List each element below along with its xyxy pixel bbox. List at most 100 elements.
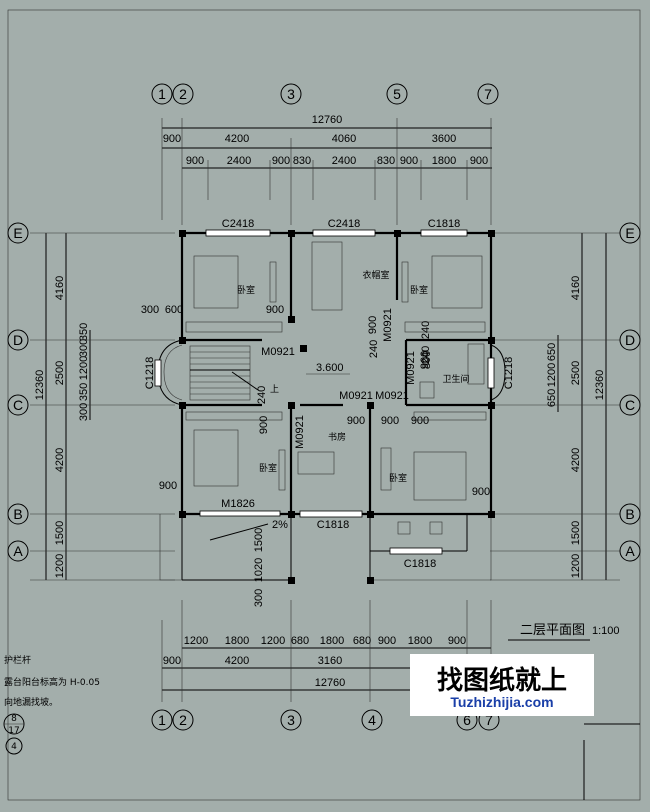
bottom-dim-3: 3160: [318, 655, 342, 667]
axis-left-E: E: [13, 225, 22, 241]
left-dimensions: 12360 4160 2500 4200 1500 1200 350 1200 …: [30, 232, 175, 581]
top-dim2-8: 1800: [432, 155, 456, 167]
axis-left-B: B: [13, 506, 22, 522]
window-label-c1818-bottom: C1818: [404, 558, 436, 570]
structural-columns: [179, 230, 495, 584]
top-total-dim: 12760: [312, 114, 343, 126]
bottom-dim2-9: 900: [448, 635, 466, 647]
left-total-dim: 12360: [34, 370, 46, 401]
bottom-dim2-2: 1800: [225, 635, 249, 647]
inner-dim-600: 600: [165, 304, 183, 316]
staircase: [189, 345, 259, 401]
bottom-dim2-7: 900: [378, 635, 396, 647]
inner-dim-1020: 1020: [253, 558, 265, 582]
windows: [154, 229, 495, 555]
left-dim2-1: 350: [78, 323, 90, 341]
door-label-study: M0921: [294, 415, 306, 449]
bottom-total-dim: 12760: [315, 677, 346, 689]
window-label-c1818-top: C1818: [428, 218, 460, 230]
axis-top-5: 5: [393, 86, 401, 102]
drawing-title: 二层平面图: [520, 623, 585, 638]
window-label-c1818-mid: C1818: [317, 519, 349, 531]
axis-left-C: C: [13, 397, 23, 413]
inner-dim-800: 800: [421, 351, 433, 369]
top-dim2-3: 900: [272, 155, 290, 167]
room-label-bedroom-nw: 卧室: [237, 284, 255, 296]
left-dim-2: 2500: [54, 361, 66, 385]
inner-dim-900i: 900: [411, 415, 429, 427]
detail-ref-number: 8: [11, 714, 17, 724]
watermark-brand-box: 找图纸就上 Tuzhizhijia.com: [410, 654, 594, 716]
balcony-slope: 2%: [272, 519, 288, 531]
right-dimensions: 12360 4160 2500 4200 1500 1200 650 1200 …: [490, 232, 620, 581]
inner-dim-300b: 300: [253, 589, 265, 607]
room-label-bedroom-sw: 卧室: [259, 462, 277, 474]
bottom-axis-bubbles: 1 2 3 4 6 7: [151, 709, 500, 731]
left-note-3: 向地漏找坡。: [4, 696, 58, 708]
inner-dim-300: 300: [141, 304, 159, 316]
room-label-bedroom-ne: 卧室: [410, 284, 428, 296]
door-label-bath: M0921: [405, 351, 417, 385]
left-dim-3: 4200: [54, 448, 66, 472]
bottom-dim2-6: 680: [353, 635, 371, 647]
right-dim-4: 1500: [570, 521, 582, 545]
bottom-dim-1: 900: [163, 655, 181, 667]
detail-ref2: 4: [11, 742, 17, 752]
axis-bottom-3: 3: [287, 712, 295, 728]
left-dim2-2: 1200: [78, 356, 90, 380]
top-dim-2: 4200: [225, 133, 249, 145]
axis-right-C: C: [625, 397, 635, 413]
left-dim2-3: 300: [78, 339, 90, 357]
window-label-c1218-right: C1218: [503, 357, 515, 389]
right-dim2-2: 1200: [546, 363, 558, 387]
right-dim-5: 1200: [570, 554, 582, 578]
room-label-bedroom-se: 卧室: [389, 472, 407, 484]
axis-right-E: E: [625, 225, 634, 241]
inner-dim-240b: 240: [420, 321, 432, 339]
axis-top-1: 1: [158, 86, 166, 102]
top-dim2-4: 830: [293, 155, 311, 167]
inner-dim-900c: 900: [258, 416, 270, 434]
left-dim2-4: 300: [78, 403, 90, 421]
bottom-dim-2: 4200: [225, 655, 249, 667]
furniture: [185, 241, 487, 535]
axis-bottom-1: 1: [158, 712, 166, 728]
door-label-c1: M0921: [339, 390, 373, 402]
drawing-scale: 1:100: [592, 625, 620, 637]
top-axis-bubbles: 1 2 3 5 7: [151, 83, 499, 105]
inner-dim-1500: 1500: [253, 528, 265, 552]
right-dim2-1: 650: [546, 343, 558, 361]
inner-dim-900e: 900: [381, 415, 399, 427]
top-dim2-2: 2400: [227, 155, 251, 167]
left-dim2-5: 350: [78, 383, 90, 401]
axis-bottom-7: 7: [485, 712, 493, 728]
bottom-dim2-1: 1200: [184, 635, 208, 647]
detail-ref-sheet: 17: [8, 726, 19, 736]
right-total-dim: 12360: [594, 370, 606, 401]
detail-reference: 8 17 4: [3, 713, 25, 755]
bottom-dim2-3: 1200: [261, 635, 285, 647]
right-dim2-3: 650: [546, 389, 558, 407]
axis-right-B: B: [625, 506, 634, 522]
floor-elevation: 3.600: [316, 362, 344, 374]
door-label-m1826: M1826: [221, 498, 255, 510]
top-dim-4: 3600: [432, 133, 456, 145]
left-note-2: 露台阳台标高为 H-0.05: [4, 676, 100, 688]
top-dim2-9: 900: [470, 155, 488, 167]
bottom-dim2-4: 680: [291, 635, 309, 647]
door-label-stair: M0921: [261, 346, 295, 358]
left-dim-4: 1500: [54, 521, 66, 545]
left-axis-bubbles: E D C B A: [7, 222, 29, 562]
inner-dim-240d: 240: [420, 346, 432, 364]
room-label-study: 书房: [328, 431, 346, 443]
inner-dim-240a: 240: [368, 340, 380, 358]
right-axis-bubbles: E D C B A: [619, 222, 641, 562]
axis-top-7: 7: [484, 86, 492, 102]
watermark-brand-url: Tuzhizhijia.com: [450, 694, 554, 710]
door-label-c2: M0921: [375, 390, 409, 402]
inner-dim-900d: 900: [347, 415, 365, 427]
top-dim2-7: 900: [400, 155, 418, 167]
window-label-c2418-b: C2418: [328, 218, 360, 230]
